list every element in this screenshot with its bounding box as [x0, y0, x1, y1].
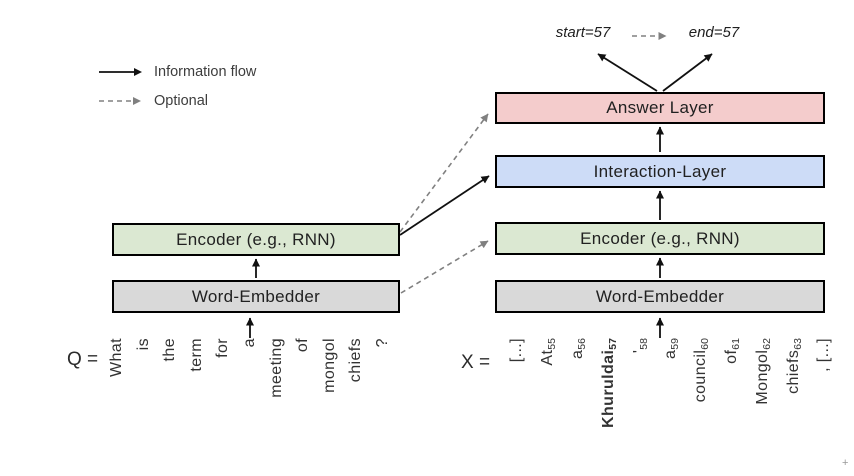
legend-optional: Optional: [98, 91, 256, 111]
arrow-q-encoder-to-interaction: [399, 175, 490, 236]
context-token: council60: [692, 338, 712, 403]
context-token: At55: [538, 338, 558, 366]
end-output-label: end=57: [688, 24, 740, 41]
question-word-embedder-box: Word-Embedder: [112, 280, 400, 313]
question-token: of: [294, 338, 312, 353]
context-encoder-box: Encoder (e.g., RNN): [495, 222, 825, 255]
context-token: , [...]: [815, 338, 833, 372]
dashed-arrow-icon: [99, 97, 141, 105]
question-token: mongol: [320, 338, 338, 393]
question-token-row: What is the term for a meeting of mongol…: [108, 338, 392, 398]
question-token: chiefs: [347, 338, 365, 383]
arrow-answer-to-end: [662, 53, 713, 92]
question-token: for: [214, 338, 232, 358]
context-token: Mongol62: [753, 338, 774, 405]
context-token: a59: [661, 338, 681, 359]
solid-arrow-icon: [99, 68, 142, 76]
question-token: a: [240, 338, 258, 348]
start-output-label: start=57: [555, 24, 611, 41]
question-token: term: [187, 338, 205, 372]
legend-optional-label: Optional: [154, 93, 209, 109]
context-token: chiefs63: [784, 338, 804, 394]
question-token: meeting: [267, 338, 285, 398]
answer-layer-box: Answer Layer: [495, 92, 825, 124]
context-word-embedder-box: Word-Embedder: [495, 280, 825, 313]
context-token-row: [...] At55 a56 Khuruldai57 '58 a59 counc…: [508, 338, 835, 428]
legend: Information flow Optional: [98, 62, 256, 120]
question-token: is: [134, 338, 152, 351]
context-token: of61: [723, 338, 743, 364]
context-token: '58: [630, 338, 651, 354]
legend-information-flow-label: Information flow: [154, 64, 257, 80]
arrow-q-encoder-to-answer-optional: [399, 113, 489, 233]
question-token: the: [161, 338, 179, 362]
arrow-q-embedder-to-x-encoder-optional: [400, 240, 489, 294]
context-token: [...]: [508, 338, 525, 363]
question-label: Q =: [67, 349, 99, 370]
interaction-layer-box: Interaction-Layer: [495, 155, 825, 188]
question-token: ?: [373, 338, 391, 348]
arrow-answer-to-start: [597, 53, 658, 92]
context-label: X =: [461, 352, 491, 373]
context-token: a56: [569, 338, 589, 359]
question-token: What: [108, 338, 125, 377]
corner-mark: +: [842, 457, 849, 469]
question-encoder-box: Encoder (e.g., RNN): [112, 223, 400, 256]
context-token-answer-span: Khuruldai57: [600, 338, 620, 428]
legend-information-flow: Information flow: [98, 62, 256, 82]
